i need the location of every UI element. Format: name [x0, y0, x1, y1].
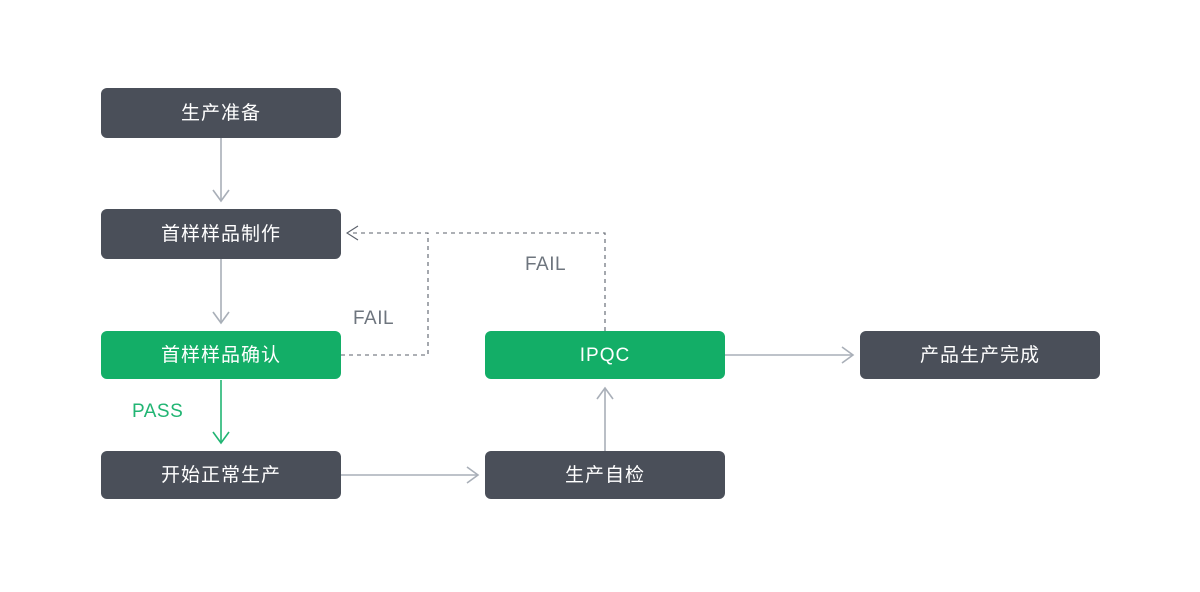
edge-prep-to-sample — [212, 138, 230, 203]
node-done[interactable]: 产品生产完成 — [860, 331, 1100, 379]
edge-production-to-selfcheck — [341, 466, 480, 484]
edge-confirm-to-production — [212, 380, 230, 445]
node-ipqc-label: IPQC — [579, 344, 631, 366]
node-prep-label: 生产准备 — [180, 102, 261, 124]
edge-confirm-fail-to-sample — [341, 225, 429, 356]
edge-ipqc-fail-to-sample — [436, 232, 606, 331]
node-ipqc[interactable]: IPQC — [485, 331, 725, 379]
node-selfcheck-label: 生产自检 — [564, 464, 645, 486]
edge-sample-to-confirm — [212, 259, 230, 325]
edge-label-fail-ipqc: FAIL — [525, 254, 567, 275]
edge-selfcheck-to-ipqc — [596, 386, 614, 451]
node-prep[interactable]: 生产准备 — [101, 88, 341, 138]
node-production[interactable]: 开始正常生产 — [101, 451, 341, 499]
edge-label-pass-confirm: PASS — [132, 401, 184, 422]
edge-label-fail-confirm: FAIL — [353, 308, 395, 329]
node-sample-label: 首样样品制作 — [160, 223, 281, 245]
node-production-label: 开始正常生产 — [160, 464, 281, 486]
node-selfcheck[interactable]: 生产自检 — [485, 451, 725, 499]
edge-ipqc-to-done — [725, 346, 855, 364]
node-done-label: 产品生产完成 — [919, 344, 1040, 366]
node-sample[interactable]: 首样样品制作 — [101, 209, 341, 259]
node-confirm-label: 首样样品确认 — [160, 344, 281, 366]
node-confirm[interactable]: 首样样品确认 — [101, 331, 341, 379]
